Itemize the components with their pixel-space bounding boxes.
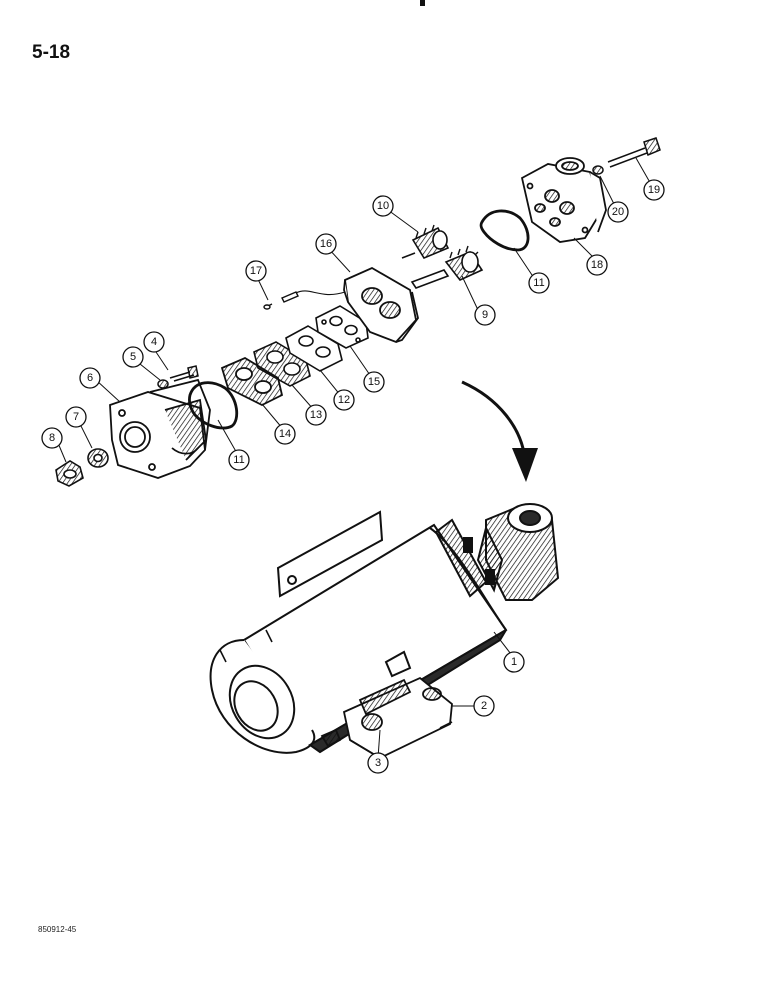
part-5-washer	[157, 379, 169, 389]
svg-text:2: 2	[481, 700, 487, 712]
callout-2: 2	[473, 695, 495, 717]
svg-text:1: 1	[511, 656, 517, 668]
svg-text:7: 7	[73, 411, 79, 423]
svg-text:14: 14	[279, 428, 291, 440]
part-7-seal	[87, 448, 109, 468]
callout-19: 19	[643, 179, 665, 201]
svg-text:10: 10	[377, 200, 389, 212]
part-8-plug	[55, 460, 84, 487]
svg-text:20: 20	[612, 206, 624, 218]
page-number: 5-18	[32, 42, 71, 63]
svg-text:17: 17	[250, 265, 262, 277]
svg-text:4: 4	[151, 336, 157, 348]
callout-15: 15	[363, 371, 385, 393]
callout-4: 4	[143, 331, 165, 353]
part-17-dowel-pins	[263, 290, 346, 310]
assembly-arrow	[461, 380, 538, 482]
figure-id: 850912-45	[38, 925, 77, 934]
callouts: 4 5 6 7 8 17 16 10 9 11 18 20 19 11 14 1…	[41, 179, 665, 774]
callout-13: 13	[305, 404, 327, 426]
callout-20: 20	[607, 201, 629, 223]
svg-text:9: 9	[482, 309, 488, 321]
part-13-seal-plate	[253, 341, 311, 387]
svg-text:18: 18	[591, 259, 603, 271]
part-9-drive-gear	[410, 245, 484, 289]
svg-text:6: 6	[87, 372, 93, 384]
part-11-o-ring-lower	[188, 381, 239, 430]
callout-5: 5	[122, 346, 144, 368]
part-15-thrust-plate	[315, 305, 369, 349]
part-2-solenoid	[320, 676, 453, 760]
part-20-lock-washer	[592, 165, 604, 175]
svg-text:3: 3	[375, 757, 381, 769]
svg-text:5: 5	[130, 351, 136, 363]
svg-text:16: 16	[320, 238, 332, 250]
part-11-o-ring-upper	[479, 209, 530, 252]
callout-11-lower: 11	[228, 449, 250, 471]
svg-text:13: 13	[310, 409, 322, 421]
callout-1: 1	[503, 651, 525, 673]
callout-12: 12	[333, 389, 355, 411]
part-18-rear-cover	[520, 157, 607, 243]
part-12-wear-plate	[285, 325, 343, 372]
part-4-bolt	[169, 365, 199, 382]
svg-text:12: 12	[338, 394, 350, 406]
part-19-bolt	[607, 137, 661, 168]
callout-8: 8	[41, 427, 63, 449]
callout-7: 7	[65, 406, 87, 428]
svg-text:15: 15	[368, 376, 380, 388]
callout-17: 17	[245, 260, 267, 282]
callout-18: 18	[586, 254, 608, 276]
part-6-end-housing	[109, 378, 211, 479]
svg-text:8: 8	[49, 432, 55, 444]
callout-16: 16	[315, 233, 337, 255]
callout-10: 10	[372, 195, 394, 217]
callout-9: 9	[474, 304, 496, 326]
callout-3: 3	[367, 752, 389, 774]
part-16-gear-housing	[343, 266, 419, 344]
svg-text:11: 11	[533, 277, 544, 289]
part-14-gasket	[220, 356, 284, 407]
callout-11-upper: 11	[528, 272, 550, 294]
callout-6: 6	[79, 367, 101, 389]
part-10-idler-gear	[401, 224, 450, 260]
callout-14: 14	[274, 423, 296, 445]
svg-text:19: 19	[648, 184, 660, 196]
svg-text:11: 11	[233, 454, 244, 466]
